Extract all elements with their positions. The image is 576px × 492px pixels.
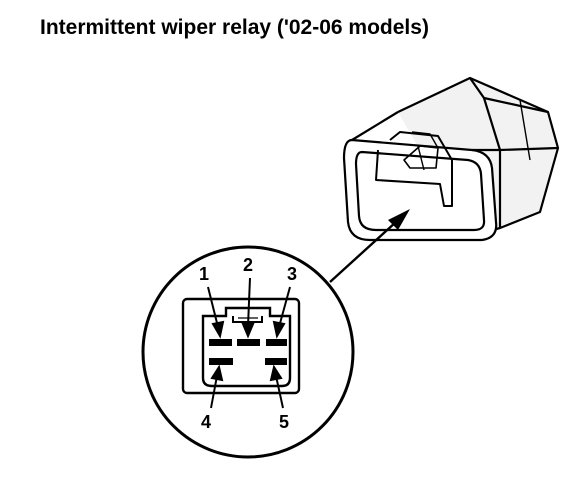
pin-callout-arrows (207, 277, 291, 409)
pin-label-4: 4 (201, 412, 211, 432)
connector-face (181, 297, 301, 395)
magnified-view-circle (141, 245, 355, 459)
terminal-2 (237, 339, 260, 346)
pin-label-2: 2 (243, 255, 253, 275)
terminal-3 (266, 339, 287, 346)
pin-label-3: 3 (287, 264, 297, 284)
terminal-5 (265, 358, 287, 365)
pin-label-5: 5 (279, 412, 289, 432)
pin-label-1: 1 (199, 264, 209, 284)
terminal-4 (209, 358, 233, 365)
terminal-1 (209, 339, 232, 346)
relay-connector-body (342, 76, 560, 242)
diagram-title: Intermittent wiper relay ('02-06 models) (40, 16, 429, 39)
leader-arrow (329, 209, 410, 283)
